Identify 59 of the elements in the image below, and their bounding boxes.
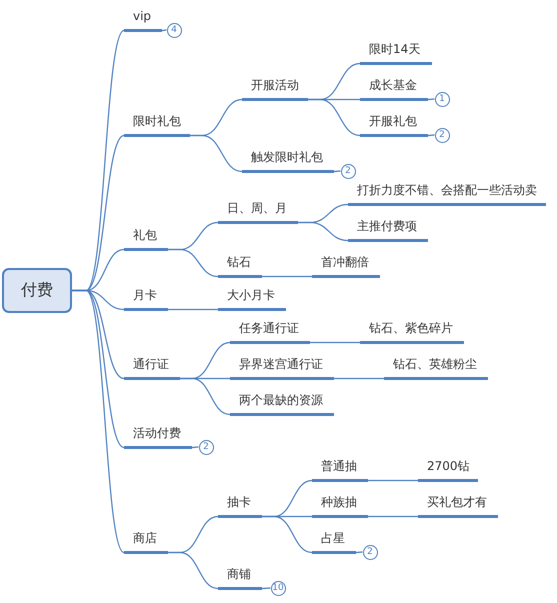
topic-label: 首冲翻倍 xyxy=(312,254,380,278)
topic-label: 活动付费 xyxy=(124,425,192,449)
branch-line xyxy=(428,134,435,136)
branch-line xyxy=(368,516,418,518)
topic-label: 通行证 xyxy=(124,356,180,380)
topic-label: 日、周、月 xyxy=(218,200,298,224)
branch-line xyxy=(310,342,360,344)
branch-line xyxy=(180,378,230,416)
branch-line xyxy=(356,551,363,554)
topic-label: 买礼包才有 xyxy=(418,494,498,518)
topic-label: 占星 xyxy=(312,530,356,554)
branch-line xyxy=(334,378,384,380)
branch-line xyxy=(168,552,218,590)
topic-label: 钻石 xyxy=(218,254,262,278)
topic-label: 种族抽 xyxy=(312,494,368,518)
collapsed-count-badge: 2 xyxy=(198,440,214,454)
topic-label: 商店 xyxy=(124,530,168,554)
collapsed-count-badge: 2 xyxy=(434,128,450,142)
topic-label: 限时14天 xyxy=(360,41,432,65)
topic-label: 触发限时礼包 xyxy=(242,149,334,173)
collapsed-count-badge: 2 xyxy=(340,164,356,178)
topic-label: 钻石、英雄粉尘 xyxy=(384,356,488,380)
topic-label: 大小月卡 xyxy=(218,287,286,311)
topic-label: 商铺 xyxy=(218,566,262,590)
topic-label: 异界迷宫通行证 xyxy=(230,356,334,380)
topic-label: 打折力度不错、会搭配一些活动卖 xyxy=(348,182,546,206)
branch-line xyxy=(262,276,312,278)
branch-line xyxy=(72,290,124,553)
topic-label: vip xyxy=(124,8,162,32)
topic-label: 主推付费项 xyxy=(348,218,428,242)
branch-line xyxy=(308,98,360,136)
topic-label: 抽卡 xyxy=(218,494,262,518)
branch-line xyxy=(428,98,435,100)
topic-label: 2700钻 xyxy=(418,458,478,482)
topic-label: 任务通行证 xyxy=(230,320,310,344)
branch-line xyxy=(368,480,418,482)
collapsed-count-badge: 1 xyxy=(434,92,450,106)
topic-label: 钻石、紫色碎片 xyxy=(360,320,464,344)
collapsed-count-badge: 10 xyxy=(270,580,286,596)
topic-label: 月卡 xyxy=(124,287,168,311)
collapsed-count-badge: 2 xyxy=(362,544,378,560)
topic-label: 限时礼包 xyxy=(124,113,190,137)
collapsed-count-badge: 4 xyxy=(166,22,182,38)
topic-label: 普通抽 xyxy=(312,458,368,482)
branch-line xyxy=(168,308,218,310)
branch-line xyxy=(168,248,218,278)
branch-line xyxy=(334,170,341,172)
branch-line xyxy=(162,29,167,32)
topic-label: 开服活动 xyxy=(242,77,308,101)
topic-label: 开服礼包 xyxy=(360,113,428,137)
topic-label: 成长基金 xyxy=(360,77,428,101)
branch-line xyxy=(298,222,348,242)
branch-line xyxy=(262,516,312,554)
topic-label: 两个最缺的资源 xyxy=(230,392,334,416)
topic-label: 礼包 xyxy=(124,227,168,251)
root-topic-box: 付费 xyxy=(2,268,72,313)
branch-line xyxy=(190,134,242,172)
branch-line xyxy=(262,587,271,590)
branch-line xyxy=(192,446,199,448)
